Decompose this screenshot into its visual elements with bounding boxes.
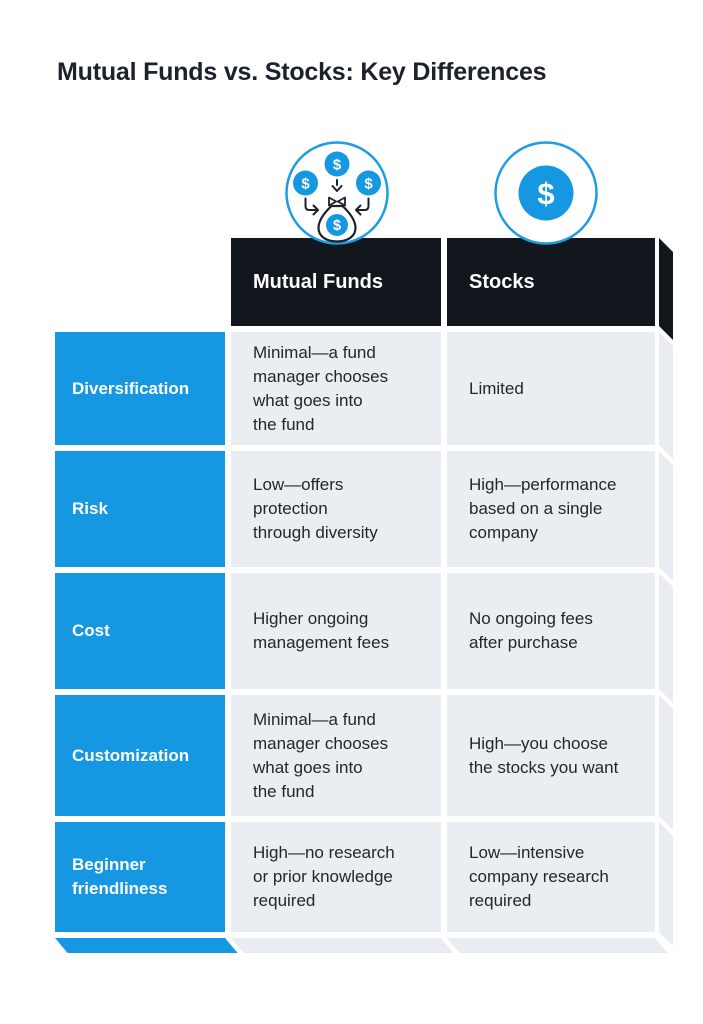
col1-3d-bottom-face xyxy=(55,938,238,953)
cell-cost-mutual-funds: Higher ongoing management fees xyxy=(231,573,441,689)
money-bag: $ xyxy=(317,196,357,243)
arrow-down-head xyxy=(331,185,343,192)
cell-beginner-friendliness-mutual-funds: High—no research or prior knowledge requ… xyxy=(231,822,441,932)
dollar-glyph: $ xyxy=(537,176,554,211)
header-cell-mutual-funds: Mutual Funds xyxy=(231,238,441,326)
row5-3d-side-face xyxy=(659,822,673,946)
dollar-glyph: $ xyxy=(364,176,373,193)
cell-risk-mutual-funds: Low—offers protection through diversity xyxy=(231,451,441,567)
header-cell-stocks: Stocks xyxy=(447,238,655,326)
col3-3d-bottom-face xyxy=(447,938,668,953)
cell-cost-stocks: No ongoing fees after purchase xyxy=(447,573,655,689)
page-title: Mutual Funds vs. Stocks: Key Differences xyxy=(57,58,547,86)
header-3d-side-face xyxy=(659,238,673,340)
row-label-risk: Risk xyxy=(55,451,225,567)
dollar-circle-icon: $ xyxy=(494,141,598,245)
cell-beginner-friendliness-stocks: Low—intensive company research required xyxy=(447,822,655,932)
dollar-glyph: $ xyxy=(333,218,341,234)
row-label-diversification: Diversification xyxy=(55,332,225,445)
arrow-right-elbow-icon xyxy=(357,197,370,211)
dollar-glyph: $ xyxy=(301,176,310,193)
col2-3d-bottom-face xyxy=(231,938,454,953)
header-label-mutual-funds: Mutual Funds xyxy=(253,270,383,293)
dollar-coins: $ $ $ xyxy=(293,151,381,196)
arrow-left-elbow-icon xyxy=(304,197,317,211)
dollar-glyph: $ xyxy=(333,157,342,174)
row-label-customization: Customization xyxy=(55,695,225,816)
dollar-coin xyxy=(518,165,574,221)
row-label-cost: Cost xyxy=(55,573,225,689)
row4-3d-side-face xyxy=(659,695,673,830)
flow-arrows xyxy=(304,179,370,216)
coin-left xyxy=(293,170,318,196)
arrow-right-head xyxy=(312,204,319,216)
arrow-left-head xyxy=(355,204,362,216)
cell-diversification-mutual-funds: Minimal—a fund manager chooses what goes… xyxy=(231,332,441,445)
header-label-stocks: Stocks xyxy=(469,270,535,293)
row2-3d-side-face xyxy=(659,451,673,581)
bag-knot-left xyxy=(328,196,338,207)
cell-customization-stocks: High—you choose the stocks you want xyxy=(447,695,655,816)
bag-knot-right xyxy=(336,196,346,207)
cell-customization-mutual-funds: Minimal—a fund manager chooses what goes… xyxy=(231,695,441,816)
money-bag-icon: $ $ $ $ xyxy=(285,141,389,245)
bag-dollar-coin xyxy=(326,214,348,236)
cell-risk-stocks: High—performance based on a single compa… xyxy=(447,451,655,567)
icon-circle-outline xyxy=(285,141,389,245)
row3-3d-side-face xyxy=(659,573,673,703)
coin-top xyxy=(324,151,350,177)
row1-3d-side-face xyxy=(659,332,673,459)
cell-diversification-stocks: Limited xyxy=(447,332,655,445)
coin-right xyxy=(356,170,381,196)
row-label-beginner-friendliness: Beginner friendliness xyxy=(55,822,225,932)
